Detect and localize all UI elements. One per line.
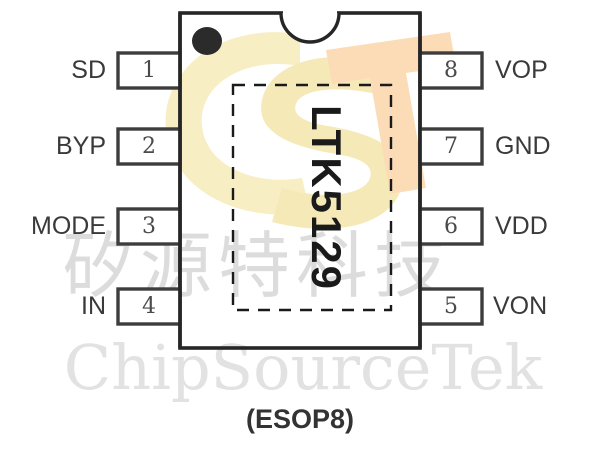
pin-label-mode: MODE: [31, 212, 106, 240]
pin-number-4: 4: [142, 294, 156, 319]
pin-number-6: 6: [444, 214, 458, 239]
pin-label-von: VON: [493, 292, 548, 320]
pin-label-in: IN: [81, 292, 106, 320]
pin-number-1: 1: [142, 58, 156, 83]
pin-number-8: 8: [444, 58, 458, 83]
pin-label-vop: VOP: [495, 56, 548, 84]
pin-label-byp: BYP: [55, 132, 106, 160]
pin-number-5: 5: [444, 294, 458, 319]
part-number-marking: LTK5129: [303, 90, 350, 306]
pin-box-3[interactable]: [116, 207, 182, 246]
pin-number-3: 3: [142, 214, 156, 239]
pin-label-gnd: GND: [495, 132, 551, 160]
right-pin-boxes: [418, 51, 484, 326]
pin-label-vdd: VDD: [495, 212, 548, 240]
pin-1-indicator-dot-icon: [192, 27, 222, 55]
package-orientation-notch-icon: [279, 12, 341, 44]
pin-box-4[interactable]: [116, 287, 182, 326]
package-type-caption: (ESOP8): [245, 404, 355, 434]
pin-number-7: 7: [444, 134, 458, 159]
part-number-text: LTK5129: [303, 105, 350, 291]
left-pin-boxes: [116, 51, 182, 326]
pin-label-sd: SD: [71, 56, 106, 84]
pin-number-2: 2: [142, 134, 156, 159]
package-body-outline: [178, 11, 422, 350]
